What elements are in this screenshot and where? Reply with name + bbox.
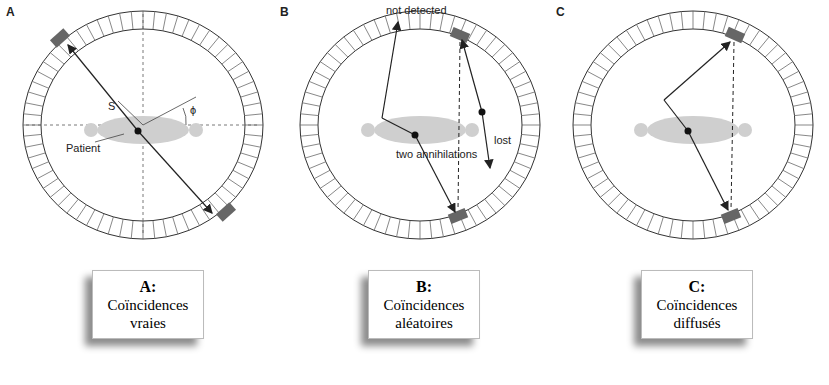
caption-box: C:Coïncidences diffusés (641, 270, 753, 339)
scattered-coincidence (634, 42, 752, 210)
angle-label: ϕ (190, 104, 196, 116)
patient-label: Patient (66, 142, 100, 154)
caption-box: A:Coïncidences vraies (92, 270, 204, 339)
panel-letter: C (556, 6, 565, 19)
panel-letter: B (280, 6, 289, 19)
caption-heading: A: (99, 277, 197, 296)
axis-label: S (108, 100, 115, 112)
caption-text: Coïncidences diffusés (648, 296, 746, 332)
caption-box: B:Coïncidences aléatoires (368, 270, 480, 339)
annotation: two annihilations (396, 148, 477, 160)
random-coincidence (361, 22, 490, 212)
panel-letter: A (6, 6, 15, 19)
true-coincidence (26, 14, 260, 236)
annotation: not detected (386, 4, 447, 16)
annotation: lost (494, 134, 511, 146)
caption-heading: C: (648, 277, 746, 296)
caption-heading: B: (375, 277, 473, 296)
caption-text: Coïncidences aléatoires (375, 296, 473, 332)
caption-text: Coïncidences vraies (99, 296, 197, 332)
